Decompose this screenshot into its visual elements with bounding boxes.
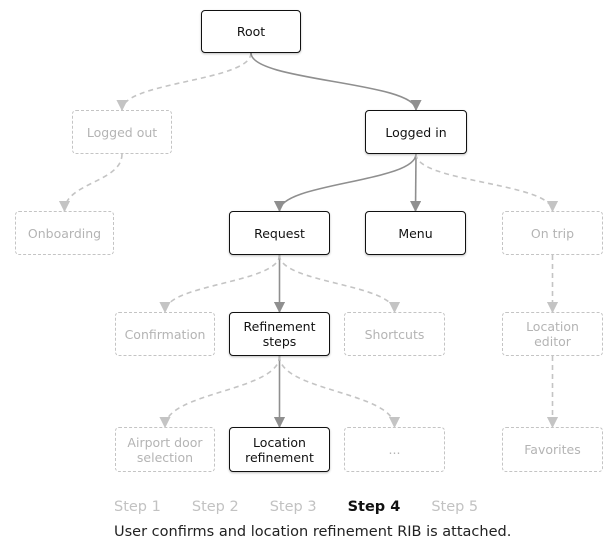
caption: User confirms and location refinement RI… [114, 524, 512, 540]
node-request-label: Request [254, 225, 305, 241]
step-1-label: Step 1 [114, 499, 161, 515]
node-favorites: Favorites [502, 427, 603, 472]
edge-refinement-steps-to-ellipsis [278, 355, 401, 429]
edge-refinement-steps-to-airport-door-selection [159, 355, 281, 429]
node-refinement-steps-label: Refinement steps [243, 319, 316, 349]
node-request: Request [229, 211, 330, 255]
step-4-label: Step 4 [347, 499, 401, 515]
edge-logged-in-to-on-trip [415, 153, 559, 213]
node-favorites-label: Favorites [524, 442, 581, 457]
node-logged-out: Logged out [72, 110, 172, 154]
node-location-editor-label: Location editor [526, 319, 579, 349]
node-confirmation-label: Confirmation [124, 326, 206, 342]
node-logged-in-label: Logged in [385, 124, 447, 140]
node-on-trip: On trip [502, 211, 603, 255]
node-logged-in: Logged in [365, 110, 467, 154]
edge-request-to-shortcuts [278, 254, 401, 314]
node-shortcuts-label: Shortcuts [364, 326, 425, 342]
step-3-label: Step 3 [269, 499, 317, 515]
node-on-trip-label: On trip [530, 225, 575, 241]
node-location-editor: Location editor [502, 312, 603, 356]
edge-logged-in-to-request [273, 153, 417, 213]
node-ellipsis: ... [344, 427, 445, 472]
node-menu-label: Menu [398, 225, 433, 241]
node-refinement-steps: Refinement steps [229, 312, 330, 356]
edge-logged-in-to-menu [409, 153, 422, 213]
node-airport-door-selection-label: Airport door selection [127, 434, 203, 465]
edge-request-to-confirmation [159, 254, 281, 314]
node-location-refinement: Location refinement [229, 427, 330, 472]
edge-logged-out-to-onboarding [58, 153, 123, 213]
node-ellipsis-label: ... [388, 442, 401, 457]
node-menu: Menu [365, 211, 466, 255]
step-2-label: Step 2 [191, 499, 239, 515]
node-root-label: Root [236, 24, 266, 39]
node-root: Root [201, 10, 301, 53]
edge-root-to-logged-in [250, 52, 422, 112]
node-location-refinement-label: Location refinement [245, 434, 314, 465]
node-logged-out-label: Logged out [86, 124, 158, 140]
step-5-label: Step 5 [431, 499, 479, 515]
node-onboarding-label: Onboarding [27, 225, 102, 241]
node-onboarding: Onboarding [15, 211, 114, 255]
edge-root-to-logged-out [116, 52, 252, 112]
step-indicator: Step 1 Step 2 Step 3 Step 4 Step 5 [114, 499, 509, 515]
node-confirmation: Confirmation [115, 312, 215, 356]
node-shortcuts: Shortcuts [344, 312, 445, 356]
node-airport-door-selection: Airport door selection [115, 427, 215, 472]
